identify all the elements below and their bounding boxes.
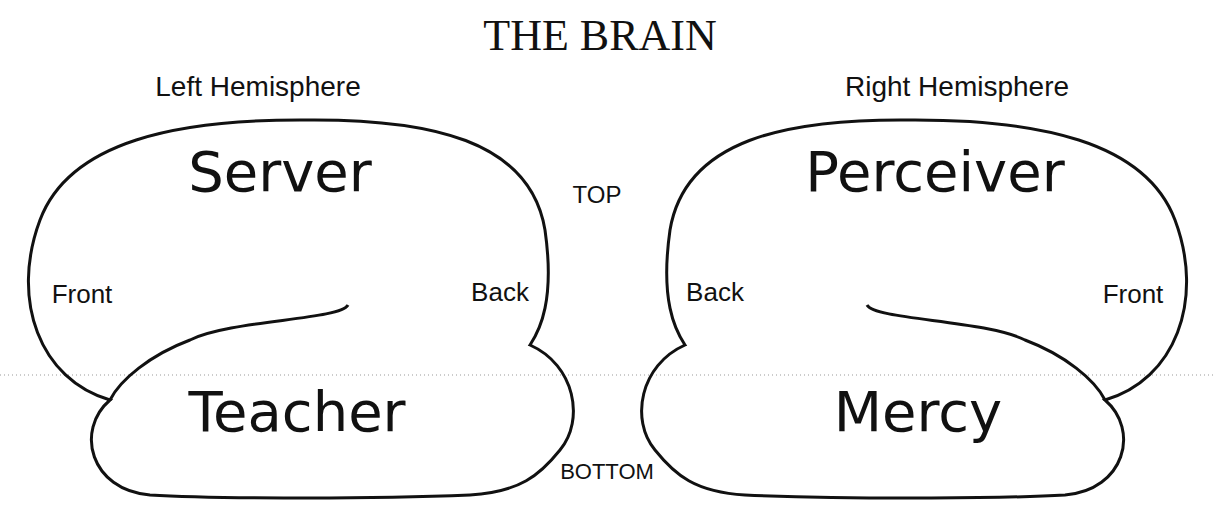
direction-label: BOTTOM (560, 461, 654, 483)
brain-outline (28, 120, 573, 498)
direction-label: TOP (573, 183, 622, 207)
dotted-line (0, 375, 1215, 376)
lobe-label: Teacher (188, 384, 405, 440)
brain-hemisphere: Right HemispherePerceiverBack FrontMercy (615, 60, 1215, 506)
hemisphere-heading: Right Hemisphere (845, 73, 1069, 101)
direction-label: Back (686, 279, 744, 305)
lobe-label: Perceiver (805, 144, 1064, 200)
direction-label: Front (1103, 281, 1164, 307)
lobe-label: Mercy (834, 384, 1003, 440)
brain-outline (642, 120, 1187, 498)
direction-label: Back (471, 279, 529, 305)
lobe-label: Server (188, 144, 372, 200)
hemisphere-heading: Left Hemisphere (155, 73, 360, 101)
diagram-title: THE BRAIN (483, 14, 716, 58)
direction-label: Front (52, 281, 113, 307)
brain-hemisphere: Left HemisphereServerFront BackTeacher (0, 60, 600, 506)
